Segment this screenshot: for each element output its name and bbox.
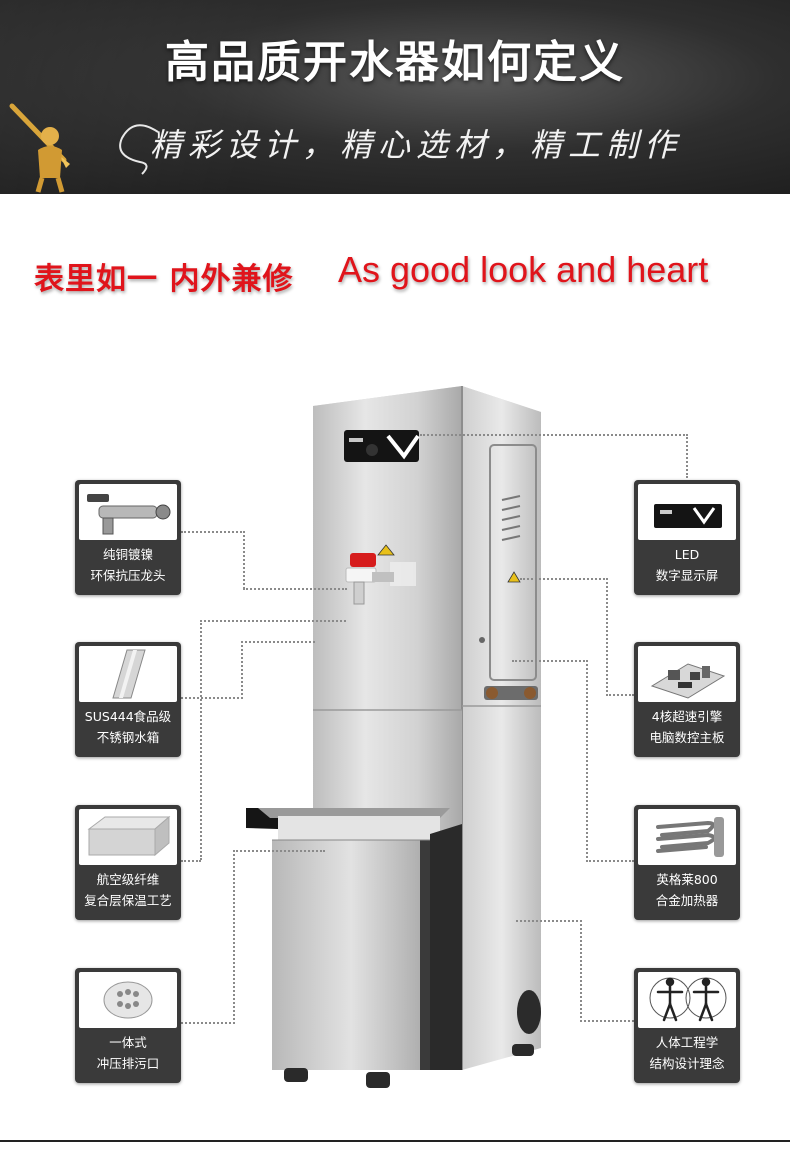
connector-faucet: [181, 531, 245, 533]
feature-line2: 电脑数控主板: [649, 730, 725, 745]
slogan-english: As good look and heart: [338, 249, 709, 290]
page-title: 高品质开水器如何定义: [165, 37, 625, 88]
feature-line1: 英格莱800: [656, 872, 718, 887]
heater-coil-icon: [638, 809, 736, 865]
feature-line1: 人体工程学: [655, 1035, 719, 1050]
connector-ergonomics: [580, 920, 582, 1022]
feature-card-heater: 英格莱800 合金加热器: [634, 805, 740, 920]
feature-line2: 结构设计理念: [649, 1056, 725, 1071]
feature-card-led: LED 数字显示屏: [634, 480, 740, 595]
connector-board: [520, 578, 608, 580]
connector-insulation: [241, 641, 243, 699]
connector-led: [686, 434, 688, 478]
feature-card-ergonomics: 人体工程学 结构设计理念: [634, 968, 740, 1083]
feature-card-steel-tank: SUS444食品级 不锈钢水箱: [75, 642, 181, 757]
slogan-chinese: 表里如一 内外兼修: [34, 262, 294, 297]
page-subtitle: 精彩设计，精心选材，精工制作: [150, 126, 683, 164]
fiber-insulation-icon: [79, 809, 177, 865]
connector-insulation: [241, 641, 315, 643]
drain-outlet-icon: [79, 972, 177, 1028]
faucet-icon: [79, 484, 177, 540]
feature-line1: SUS444食品级: [84, 709, 172, 724]
feature-line2: 环保抗压龙头: [90, 568, 166, 583]
feature-line2: 复合层保温工艺: [84, 893, 172, 908]
feature-line1: 一体式: [109, 1035, 147, 1050]
swirl-decoration-icon: [119, 124, 159, 175]
feature-line2: 数字显示屏: [655, 568, 719, 583]
feature-line1: 航空级纤维: [96, 872, 160, 887]
connector-tank: [200, 620, 202, 860]
header-banner: 高品质开水器如何定义 精彩设计，精心选材，精工制作: [0, 0, 790, 194]
connector-heater: [512, 660, 588, 662]
connector-drain: [181, 1022, 235, 1024]
connector-faucet: [243, 531, 245, 589]
feature-line2: 合金加热器: [655, 893, 719, 908]
circuit-board-icon: [638, 646, 736, 702]
ergonomics-icon: [638, 972, 736, 1028]
feature-line1: 纯铜镀镍: [102, 547, 153, 562]
connector-insulation: [181, 697, 243, 699]
feature-line2: 不锈钢水箱: [96, 730, 160, 745]
connector-tank: [181, 860, 201, 862]
connector-faucet: [243, 588, 347, 590]
feature-line1: LED: [674, 547, 700, 562]
feature-card-insulation: 航空级纤维 复合层保温工艺: [75, 805, 181, 920]
bottom-divider: [0, 1140, 790, 1142]
connector-heater: [586, 860, 634, 862]
feature-line1: 4核超速引擎: [651, 709, 723, 724]
connector-board: [606, 578, 608, 696]
connector-ergonomics: [580, 1020, 634, 1022]
feature-line2: 冲压排污口: [96, 1056, 160, 1071]
feature-card-faucet: 纯铜镀镍 环保抗压龙头: [75, 480, 181, 595]
steel-tank-icon: [79, 646, 177, 702]
connector-drain: [233, 850, 235, 1024]
connector-drain: [233, 850, 325, 852]
led-display-icon: [638, 484, 736, 540]
feature-card-drain: 一体式 冲压排污口: [75, 968, 181, 1083]
connector-heater: [586, 660, 588, 862]
connector-led: [420, 434, 688, 436]
feature-card-board: 4核超速引擎 电脑数控主板: [634, 642, 740, 757]
connector-board: [606, 694, 634, 696]
pen-figure-icon: [9, 103, 70, 193]
connector-tank: [200, 620, 346, 622]
connector-ergonomics: [516, 920, 582, 922]
